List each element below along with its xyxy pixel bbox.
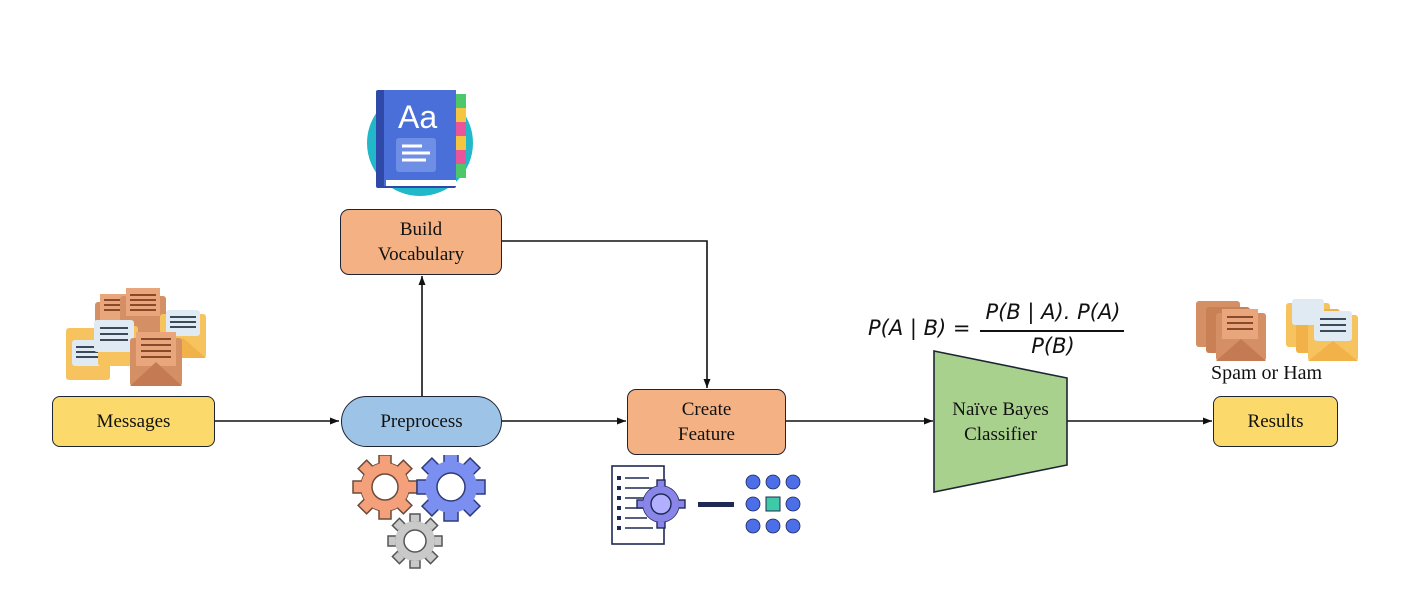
gear-orange — [352, 455, 418, 520]
create-feature-line-2: Feature — [678, 424, 735, 445]
preprocess-label: Preprocess — [380, 411, 463, 432]
formula-lhs: P(A | B) = — [868, 316, 971, 340]
bayes-formula: P(A | B) = P(B | A). P(A) P(B) — [868, 300, 1128, 362]
preprocess-node: Preprocess — [341, 396, 502, 447]
gear-blue — [416, 455, 486, 522]
formula-fraction-bar — [980, 330, 1124, 332]
envelope-orange-3 — [130, 332, 182, 386]
ham-envelopes-icon — [1286, 299, 1358, 361]
build-vocabulary-line-1: Build — [399, 219, 443, 240]
dictionary-icon: Aa — [367, 90, 473, 196]
results-label: Results — [1247, 411, 1304, 432]
build-vocabulary-node: Build Vocabulary — [340, 209, 502, 275]
create-feature-node: Create Feature — [627, 389, 786, 455]
formula-numerator: P(B | A). P(A) — [985, 300, 1121, 324]
classifier-line-2: Classifier — [964, 424, 1037, 445]
spam-envelopes-icon — [1196, 301, 1266, 361]
messages-node: Messages — [52, 396, 215, 447]
build-vocabulary-line-2: Vocabulary — [377, 244, 465, 265]
messages-label: Messages — [96, 411, 171, 432]
dictionary-icon-text: Aa — [398, 99, 437, 135]
output-label: Spam or Ham — [1211, 362, 1323, 384]
feature-extraction-icon — [611, 465, 801, 545]
formula-denominator: P(B) — [1031, 334, 1075, 358]
gear-gray — [387, 513, 443, 569]
arrow-vocabulary-to-feature — [502, 240, 711, 388]
envelope-yellow-3 — [94, 320, 138, 366]
results-node: Results — [1213, 396, 1338, 447]
classifier-line-1: Naïve Bayes — [952, 399, 1049, 420]
gears-icon — [352, 455, 486, 569]
classifier-trapezoid — [933, 350, 1068, 493]
classifier-label: Naïve Bayes Classifier — [934, 397, 1067, 447]
envelopes-icon — [66, 288, 206, 386]
create-feature-line-1: Create — [681, 399, 732, 420]
